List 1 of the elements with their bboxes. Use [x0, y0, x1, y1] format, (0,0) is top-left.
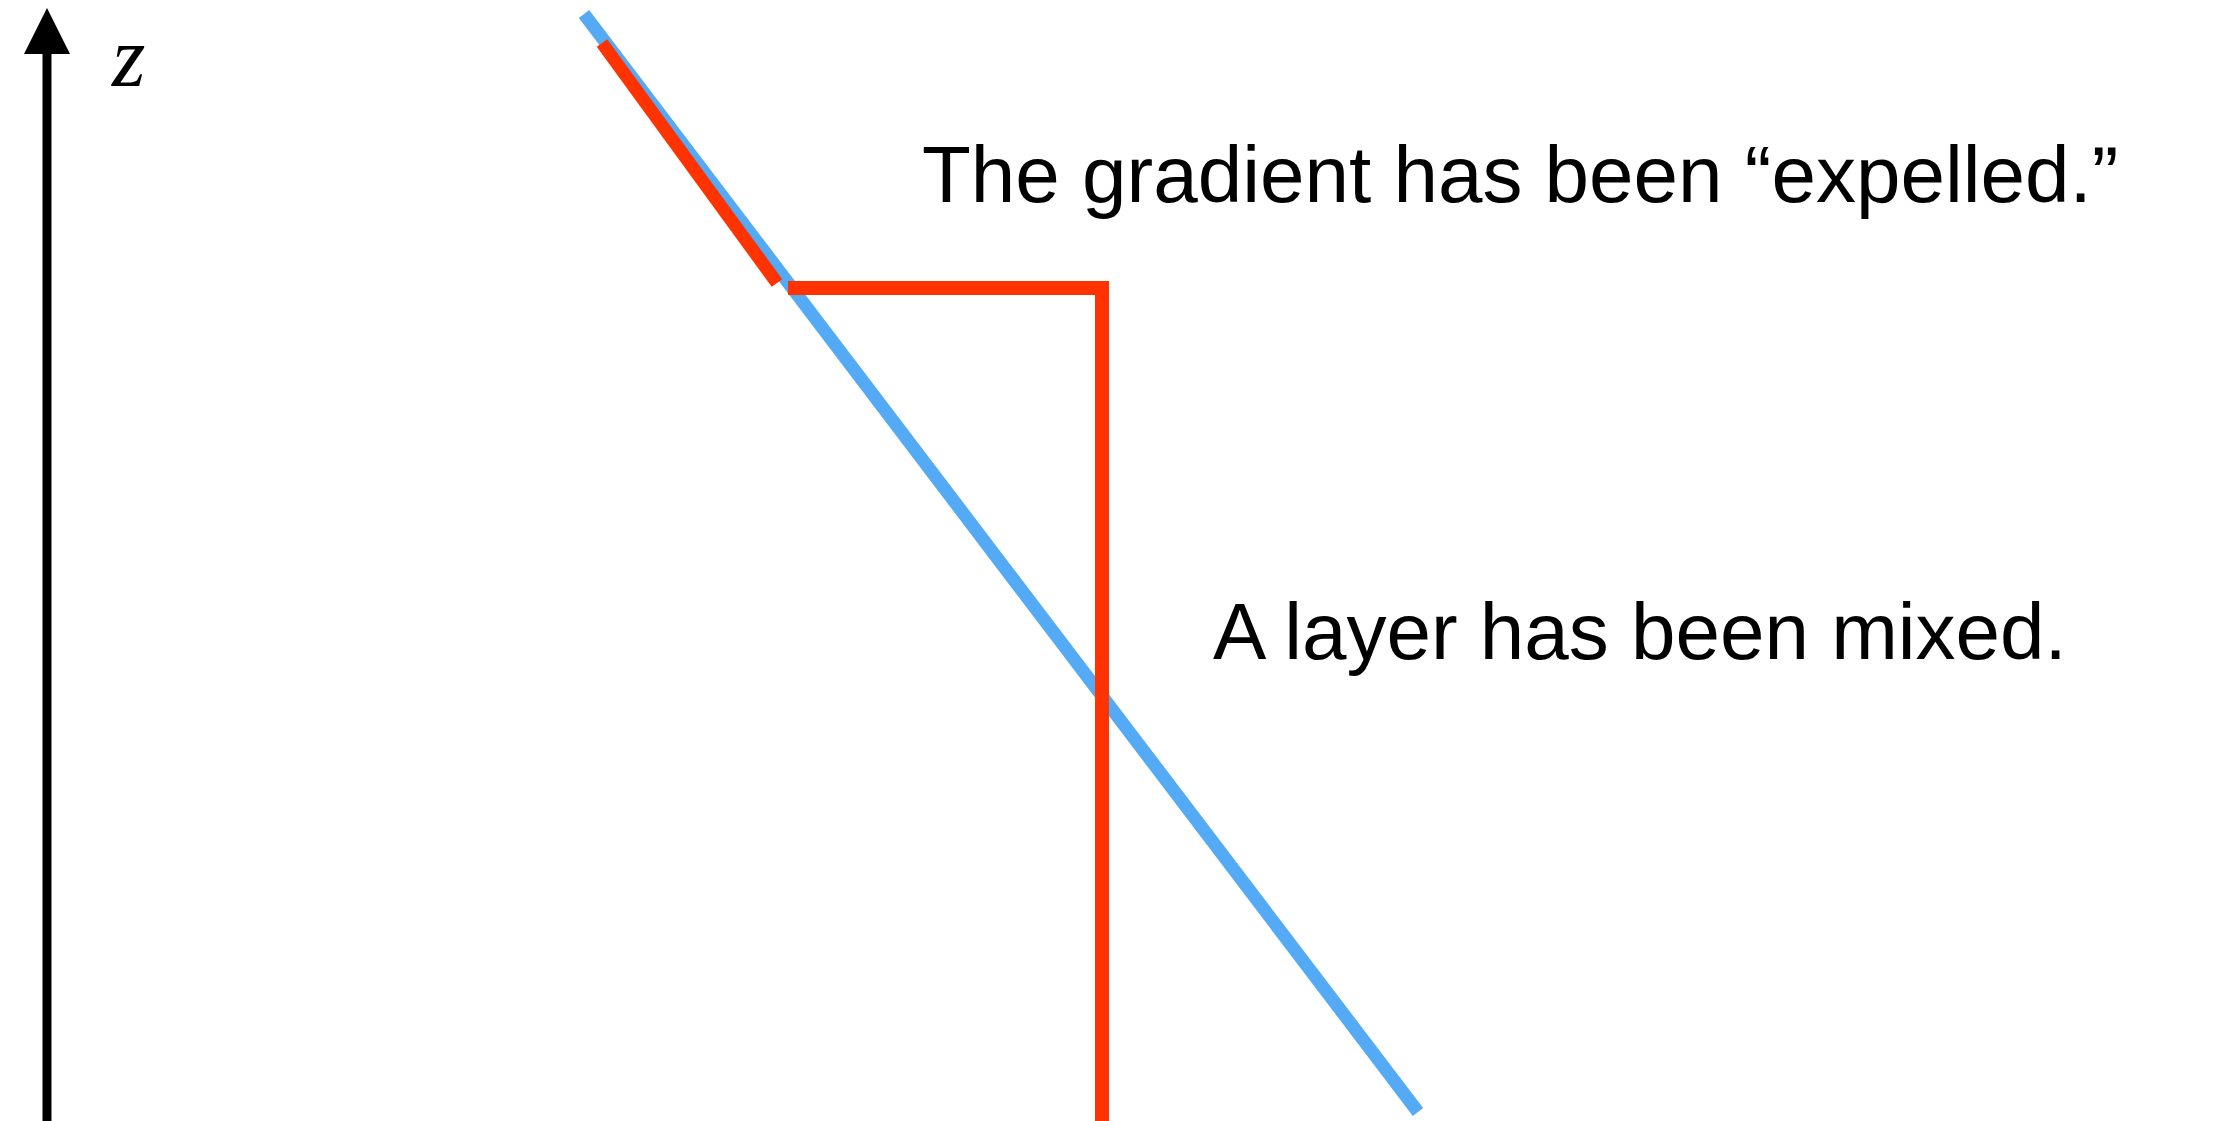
axis-label: z — [112, 14, 146, 100]
